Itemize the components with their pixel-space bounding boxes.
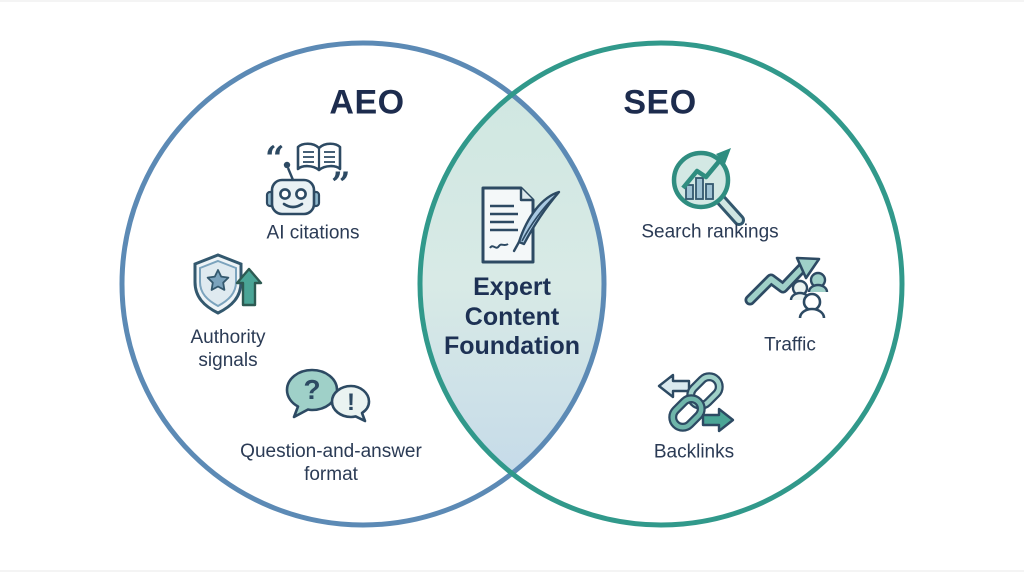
aeo-circle: [119, 40, 607, 528]
people-group-glyph: [789, 271, 829, 319]
overlap-lens: [420, 95, 604, 473]
shield-star-arrow-icon: [193, 253, 263, 315]
document-quill-icon: [481, 186, 561, 264]
traffic-label: Traffic: [764, 334, 816, 356]
ai-citations-label: AI citations: [266, 222, 360, 244]
chain-link-arrows-icon: [657, 372, 735, 433]
growth-arrow-people-icon: [744, 256, 829, 319]
backlinks-label: Backlinks: [653, 441, 735, 463]
center-overlap-label: Expert Content Foundation: [443, 272, 581, 360]
seo-circle: [417, 40, 905, 528]
aeo-title: AEO: [329, 83, 405, 122]
open-book-glyph: [296, 142, 342, 172]
qa-speech-bubbles-icon: ? !: [285, 368, 371, 423]
authority-signals-label: Authority signals: [190, 326, 266, 371]
robot-head-glyph: [265, 161, 321, 216]
svg-text:“: “: [265, 139, 285, 179]
magnifier-chart-icon: [671, 148, 745, 226]
svg-text:?: ?: [303, 374, 320, 405]
qa-format-label: Question-and-answer format: [240, 440, 422, 485]
bottom-edge-line: [0, 570, 1024, 572]
seo-title: SEO: [623, 83, 697, 122]
svg-text:!: !: [347, 389, 355, 416]
svg-text:”: ”: [331, 165, 351, 205]
robot-book-icon: “ ”: [265, 139, 351, 216]
search-rankings-label: Search rankings: [641, 221, 779, 243]
top-edge-line: [0, 0, 1024, 2]
